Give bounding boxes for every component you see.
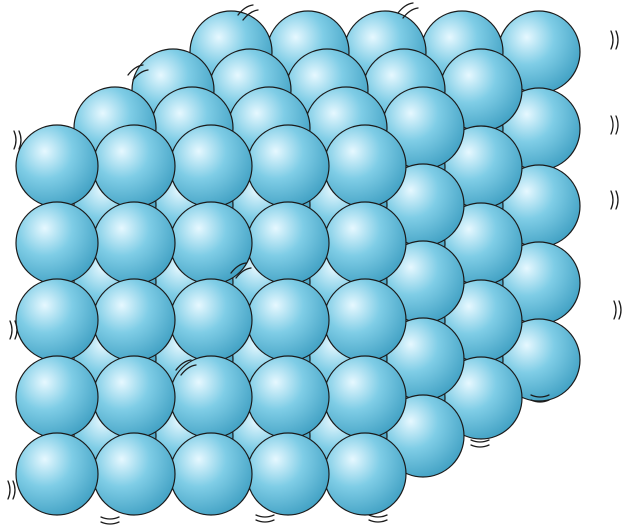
vibration-mark xyxy=(242,9,259,21)
vibration-mark xyxy=(530,394,550,398)
vibration-mark xyxy=(610,115,614,135)
vibration-mark xyxy=(610,30,614,50)
atom-sphere xyxy=(15,124,99,208)
atom-sphere xyxy=(15,432,99,516)
vibration-mark xyxy=(175,359,192,371)
atom-sphere xyxy=(169,201,253,285)
atom-sphere xyxy=(169,355,253,439)
atom-sphere xyxy=(323,124,407,208)
atom-sphere xyxy=(169,124,253,208)
atom-sphere xyxy=(169,278,253,362)
vibration-mark xyxy=(230,262,247,274)
vibration-mark xyxy=(18,130,22,150)
vibration-mark xyxy=(237,4,254,16)
atom-sphere xyxy=(92,201,176,285)
vibration-mark xyxy=(368,519,388,523)
atom-sphere xyxy=(246,432,330,516)
vibration-mark xyxy=(615,190,619,210)
vibration-mark xyxy=(255,514,275,518)
vibration-mark xyxy=(397,2,414,14)
atom-sphere xyxy=(323,201,407,285)
vibration-mark xyxy=(402,7,419,19)
atom-sphere xyxy=(246,278,330,362)
atom-sphere xyxy=(169,432,253,516)
vibration-mark xyxy=(13,130,17,150)
vibration-mark xyxy=(14,320,18,340)
vibration-mark xyxy=(613,300,617,320)
vibration-mark xyxy=(618,300,622,320)
vibration-mark xyxy=(100,516,120,520)
atom-sphere xyxy=(15,201,99,285)
vibration-mark xyxy=(235,267,252,279)
vibration-mark xyxy=(7,480,11,500)
sphere-lattice xyxy=(15,10,581,516)
vibration-mark xyxy=(127,64,144,76)
atom-sphere xyxy=(92,355,176,439)
vibration-mark xyxy=(12,480,16,500)
vibration-mark xyxy=(615,30,619,50)
vibration-mark xyxy=(615,115,619,135)
vibration-mark xyxy=(470,439,490,443)
vibration-marks xyxy=(7,2,622,525)
atom-sphere xyxy=(323,355,407,439)
atom-sphere xyxy=(92,124,176,208)
vibration-mark xyxy=(530,399,550,403)
vibration-mark xyxy=(610,190,614,210)
vibration-mark xyxy=(180,364,197,376)
vibration-mark xyxy=(100,521,120,525)
atom-sphere xyxy=(246,355,330,439)
vibration-mark xyxy=(9,320,13,340)
vibration-mark xyxy=(132,69,149,81)
vibration-mark xyxy=(368,514,388,518)
atom-sphere xyxy=(92,278,176,362)
atom-sphere xyxy=(323,432,407,516)
atom-sphere xyxy=(246,201,330,285)
vibration-mark xyxy=(470,444,490,448)
atom-sphere xyxy=(246,124,330,208)
atom-sphere xyxy=(92,432,176,516)
atom-sphere xyxy=(15,278,99,362)
vibration-mark xyxy=(255,519,275,523)
atom-sphere xyxy=(15,355,99,439)
atom-sphere xyxy=(323,278,407,362)
